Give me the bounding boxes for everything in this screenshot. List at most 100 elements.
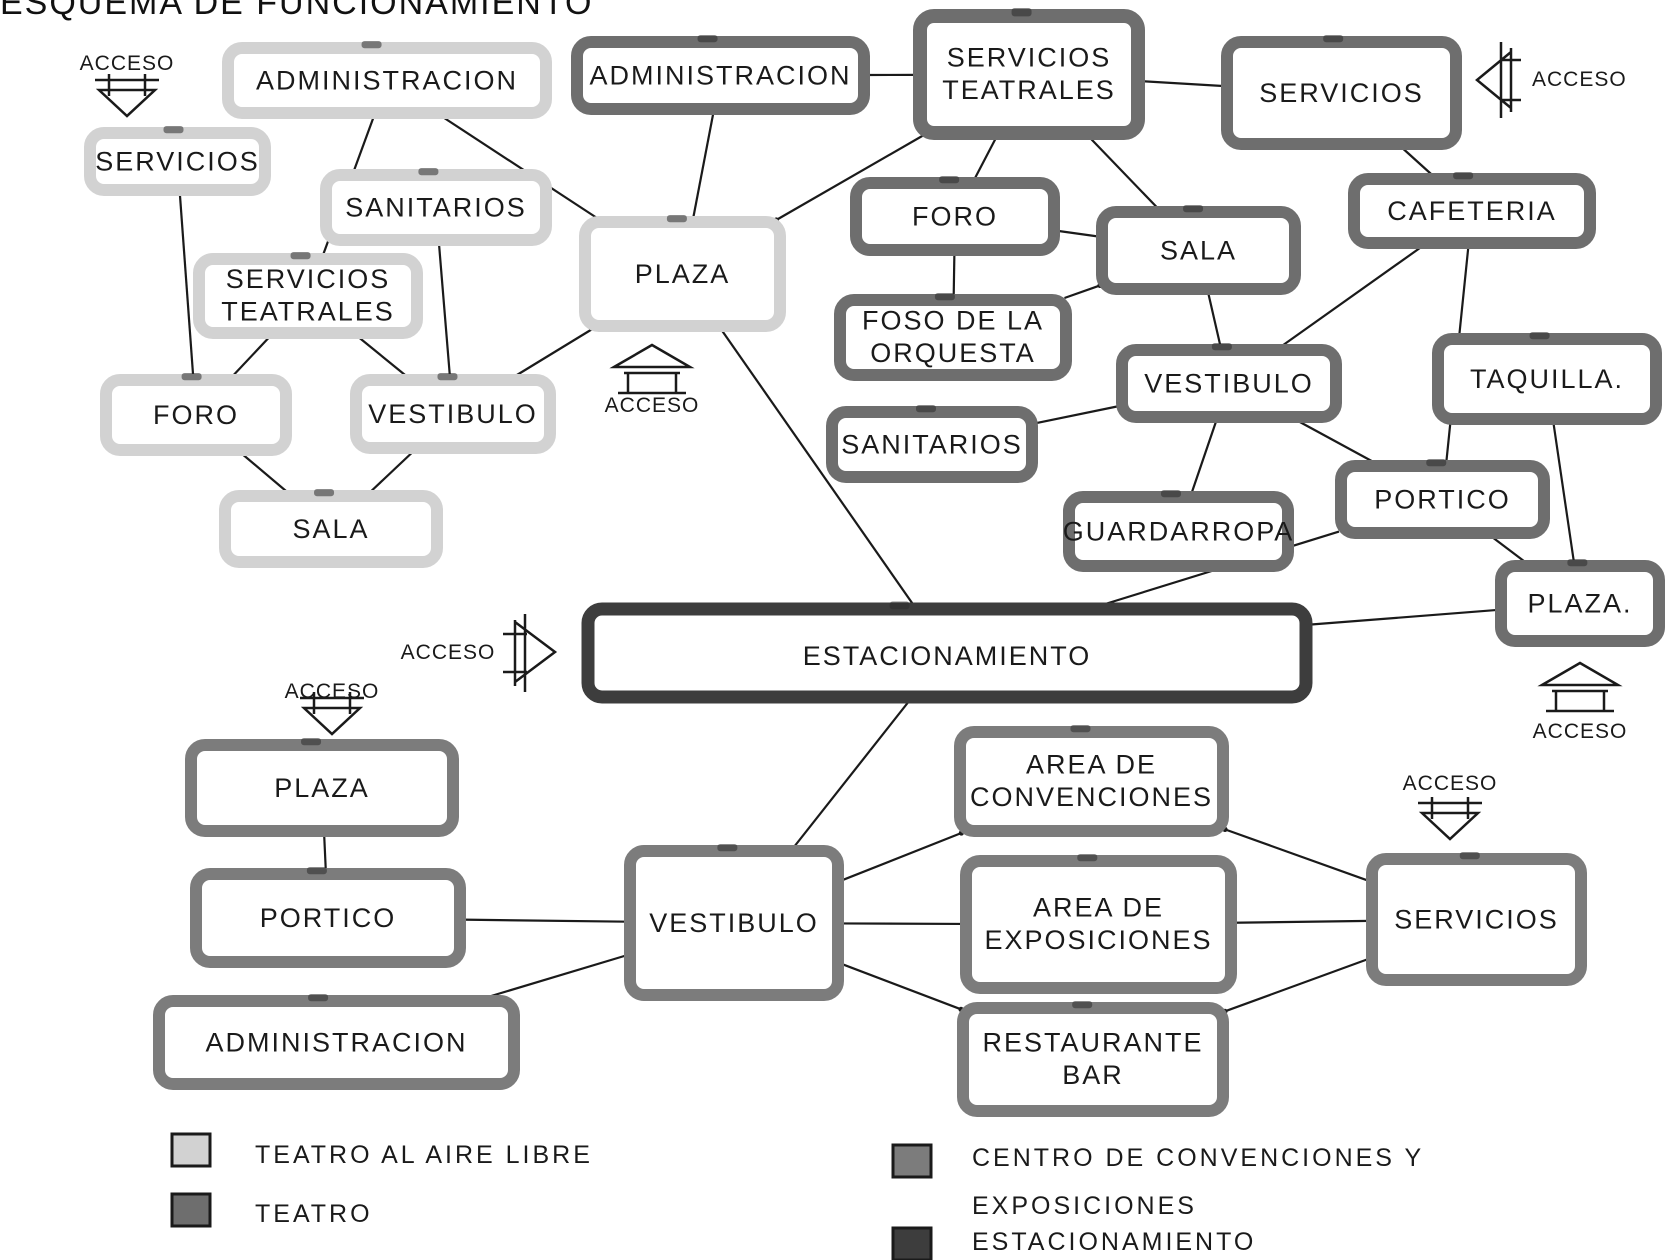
edge-teatro-foro-to-teatro-foso xyxy=(952,251,956,299)
node-label: SANITARIOS xyxy=(841,430,1023,460)
legend-label: TEATRO AL AIRE LIBRE xyxy=(255,1141,593,1169)
node-box xyxy=(185,739,459,837)
marker-tab xyxy=(181,373,202,381)
node-label: SERVICIOS xyxy=(947,43,1112,73)
node-teatro-servicios: SERVICIOS xyxy=(1221,35,1462,150)
node-centro-vestibulo: VESTIBULO xyxy=(624,844,844,1001)
access-arrow-down-icon xyxy=(95,74,159,118)
edge-teatro-taquilla-to-teatro-plaza xyxy=(1552,420,1576,565)
node-estacionamiento: ESTACIONAMIENTO xyxy=(581,601,1313,704)
marker-tab xyxy=(418,168,439,176)
node-label: SANITARIOS xyxy=(345,193,527,223)
marker-tab xyxy=(1077,854,1098,862)
node-label: VESTIBULO xyxy=(649,908,819,938)
node-label: SERVICIOS xyxy=(95,147,260,177)
edge-aire-administracion-to-aire-plaza xyxy=(439,114,601,221)
legend-item-estacionamiento: ESTACIONAMIENTO xyxy=(891,1226,1253,1260)
node-aire-plaza: PLAZA xyxy=(579,215,786,332)
legend-item-teatro: TEATRO xyxy=(170,1192,370,1228)
edge-aire-foro-to-aire-sala xyxy=(239,451,291,495)
node-label: SERVICIOS xyxy=(226,264,391,294)
access-arrow-left-icon xyxy=(1475,42,1521,118)
legend-swatch xyxy=(170,1132,212,1168)
node-box xyxy=(153,995,520,1090)
edge-aire-servicios-teatrales-to-aire-foro xyxy=(230,334,273,379)
edge-aire-servicios-teatrales-to-aire-vestibulo xyxy=(355,334,410,379)
node-label: PORTICO xyxy=(260,903,397,933)
node-aire-vestibulo: VESTIBULO xyxy=(350,373,556,454)
edge-teatro-sala-to-teatro-vestibulo xyxy=(1206,290,1222,349)
acceso-plaza-teatro: ACCESO xyxy=(1533,661,1628,743)
marker-tab xyxy=(1323,35,1344,43)
edge-centro-vestibulo-to-centro-area-convenciones xyxy=(839,831,962,883)
legend-item-teatro_al_aire_libre: TEATRO AL AIRE LIBRE xyxy=(170,1132,593,1169)
edge-centro-servicios-to-centro-restaurante-bar xyxy=(1224,957,1371,1013)
edge-centro-portico-to-centro-vestibulo xyxy=(461,918,629,923)
node-label: VESTIBULO xyxy=(1144,369,1314,399)
access-arrow-down-icon xyxy=(1418,797,1482,841)
acceso-aire-libre: ACCESO xyxy=(80,52,173,118)
marker-tab xyxy=(163,126,184,134)
node-label: BAR xyxy=(1062,1060,1124,1090)
edge-teatro-servicios-teatrales-to-teatro-sala xyxy=(1086,134,1161,211)
node-aire-administracion: ADMINISTRACION xyxy=(222,41,552,119)
acceso-plaza-aire: ACCESO xyxy=(605,343,700,417)
node-label: SALA xyxy=(1160,236,1237,266)
marker-tab xyxy=(1426,459,1447,467)
node-box xyxy=(222,42,552,119)
marker-tab xyxy=(916,405,936,413)
edge-teatro-servicios-teatrales-to-aire-plaza xyxy=(775,134,925,221)
node-aire-foro: FORO xyxy=(100,373,292,456)
marker-tab xyxy=(1072,1001,1093,1009)
access-label: ACCESO xyxy=(1532,68,1627,91)
node-label: ADMINISTRACION xyxy=(205,1028,467,1058)
node-teatro-cafeteria: CAFETERIA xyxy=(1348,172,1596,249)
access-label: ACCESO xyxy=(605,394,700,417)
edge-teatro-vestibulo-to-teatro-sanitarios xyxy=(1033,404,1121,425)
node-aire-sanitarios: SANITARIOS xyxy=(320,168,552,246)
node-teatro-sanitarios: SANITARIOS xyxy=(826,405,1038,483)
node-label: ADMINISTRACION xyxy=(589,61,851,91)
node-teatro-foro: FORO xyxy=(850,176,1060,256)
node-box xyxy=(954,726,1229,837)
edge-teatro-servicios-teatrales-to-teatro-servicios xyxy=(1139,79,1226,88)
marker-tab xyxy=(1459,852,1480,860)
access-layer: ACCESOACCESOACCESOACCESOACCESOACCESOACCE… xyxy=(80,42,1628,841)
legend-swatch xyxy=(891,1143,933,1179)
node-box xyxy=(571,36,870,115)
marker-tab xyxy=(437,373,458,381)
edge-teatro-portico-to-teatro-plaza xyxy=(1488,534,1529,565)
edge-aire-sanitarios-to-aire-vestibulo xyxy=(437,241,452,379)
edge-centro-plaza-to-centro-portico xyxy=(322,832,327,873)
edge-centro-vestibulo-to-centro-area-exposiciones xyxy=(839,922,965,926)
node-label: SALA xyxy=(292,514,369,544)
node-box xyxy=(1221,36,1462,150)
access-label: ACCESO xyxy=(1533,720,1628,743)
node-label: ESTACIONAMIENTO xyxy=(803,641,1092,671)
edge-centro-vestibulo-to-centro-restaurante-bar xyxy=(839,962,962,1011)
node-aire-sala: SALA xyxy=(219,489,443,568)
legend-swatch xyxy=(891,1226,933,1260)
edge-teatro-vestibulo-to-teatro-portico xyxy=(1293,418,1378,465)
access-arrow-right-icon xyxy=(503,614,558,692)
node-teatro-plaza: PLAZA. xyxy=(1495,559,1665,647)
node-label: SERVICIOS xyxy=(1394,905,1559,935)
acceso-servicios-centro: ACCESO xyxy=(1403,772,1498,841)
node-centro-plaza: PLAZA xyxy=(185,738,459,837)
access-label: ACCESO xyxy=(1403,772,1498,795)
marker-tab xyxy=(939,176,960,184)
marker-tab xyxy=(306,867,327,875)
marker-tab xyxy=(666,215,687,223)
legend-swatch xyxy=(170,1192,212,1228)
access-label: ACCESO xyxy=(401,641,496,664)
edge-teatro-foro-to-teatro-sala xyxy=(1055,229,1101,238)
node-label: GUARDARROPA xyxy=(1063,517,1295,547)
access-arrow-down-icon xyxy=(300,692,364,736)
edge-teatro-plaza-to-estacionamiento xyxy=(1307,608,1500,626)
